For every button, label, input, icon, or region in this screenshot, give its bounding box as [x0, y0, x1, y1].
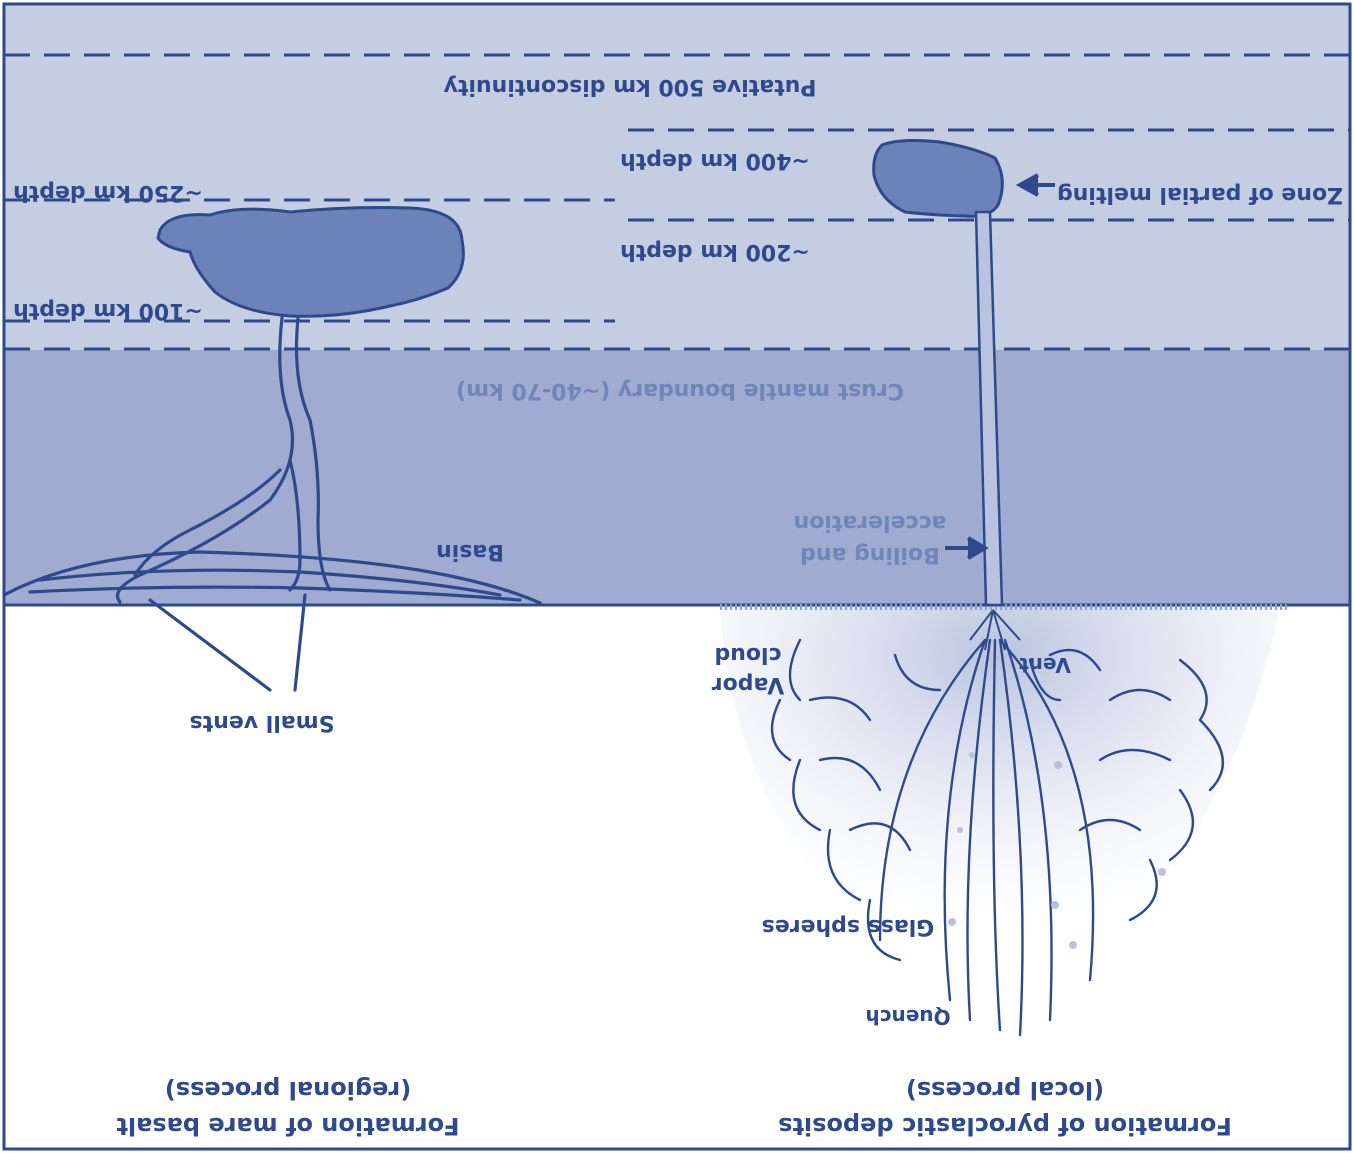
- title-pyro-line2: (local process): [906, 1076, 1104, 1104]
- label-crust-mantle: Crust mantle boundary (~40-70 km): [456, 378, 904, 403]
- vent-rays: [969, 609, 1021, 651]
- glass-sphere-trajectories: [878, 638, 1095, 1037]
- label-basin: Basin: [436, 539, 504, 564]
- label-putative-500: Putative 500 km discontinuity: [444, 74, 817, 99]
- title-pyro-line1: Formation of pyroclastic deposits: [778, 1112, 1232, 1140]
- label-glass-spheres: Glass spheres: [762, 914, 935, 939]
- title-mare-line2: (regional process): [165, 1076, 411, 1104]
- label-boiling-line2: acceleration: [794, 510, 947, 535]
- mare-branch-2: [133, 468, 282, 577]
- mare-magma-body: [156, 206, 465, 318]
- pyro-magma-pocket: [872, 139, 1004, 218]
- label-vapor-line2: cloud: [714, 642, 781, 667]
- basin-lens-mid1: [38, 568, 502, 597]
- label-zone-partial-melting: Zone of partial melting: [1057, 182, 1343, 207]
- basin-lens-mid2: [28, 585, 522, 602]
- pyro-dike: [974, 210, 1004, 607]
- label-depth-200: ~200 km depth: [620, 239, 810, 264]
- crust-layer: [4, 350, 1350, 605]
- label-depth-250: ~250 km depth: [13, 180, 203, 205]
- label-vent: Vent: [1019, 653, 1071, 677]
- title-mare-line1: Formation of mare basalt: [116, 1112, 459, 1140]
- glass-sphere-dots: [948, 752, 1166, 949]
- label-boiling-line1: Boiling and: [800, 542, 940, 567]
- label-depth-400: ~400 km depth: [620, 148, 810, 173]
- label-quench: Quench: [865, 1005, 950, 1029]
- boiling-arrow: [945, 536, 989, 560]
- small-vents-pointer-right: [293, 593, 307, 692]
- label-depth-100: ~100 km depth: [13, 298, 203, 323]
- mare-conduit-left: [115, 316, 295, 604]
- basin-lens-top: [2, 550, 542, 605]
- label-group: Putative 500 km discontinuity ~400 km de…: [13, 74, 1343, 1140]
- vapor-cloud-scallops: [770, 638, 1224, 962]
- label-small-vents: Small vents: [190, 710, 335, 735]
- mare-branch: [288, 458, 302, 592]
- label-vapor-line1: Vapor: [712, 672, 785, 697]
- partial-melting-arrow: [1015, 173, 1055, 197]
- small-vents-pointer-left: [148, 598, 272, 692]
